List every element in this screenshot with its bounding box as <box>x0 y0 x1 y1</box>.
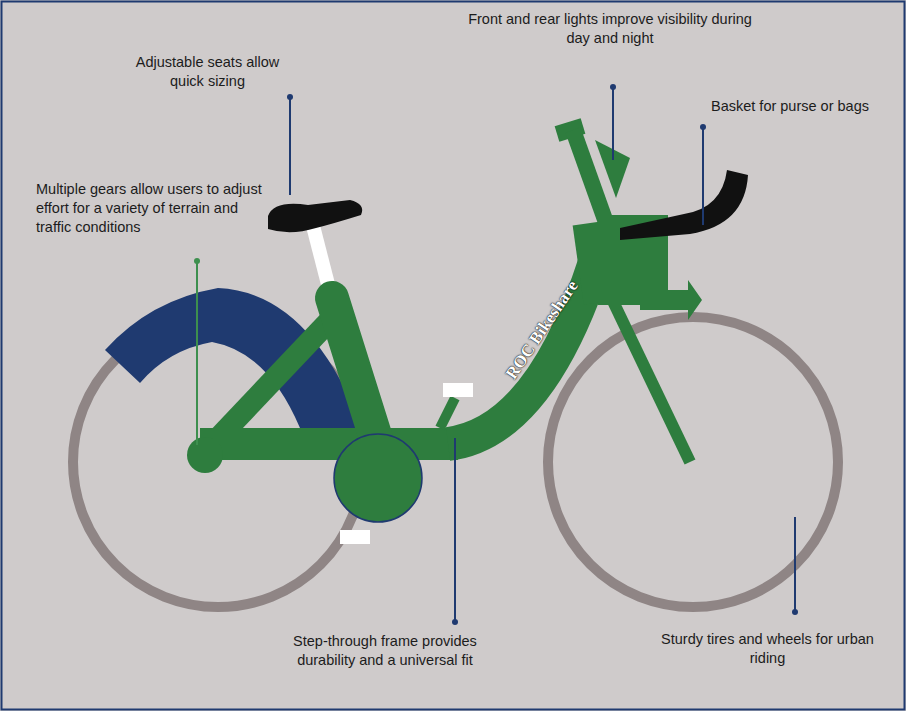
leader-dot <box>792 609 798 615</box>
leader-dot <box>452 619 458 625</box>
callout-label: Front and rear lights improve visibility… <box>455 10 765 48</box>
seat-post <box>312 222 330 292</box>
front-fork <box>610 295 690 462</box>
basket-handle <box>620 170 748 240</box>
leader-dot <box>287 94 293 100</box>
leader-dot <box>194 258 200 264</box>
leader-line <box>289 97 291 195</box>
callout-label: Adjustable seats allow quick sizing <box>120 53 295 91</box>
leader-lines <box>197 87 795 622</box>
leader-line <box>196 261 198 445</box>
chain-stay <box>200 428 458 460</box>
crank-hub <box>334 434 422 522</box>
callout-label: Basket for purse or bags <box>711 97 896 116</box>
leader-line <box>794 517 796 612</box>
rear-hub <box>187 437 223 473</box>
pedal <box>443 383 473 397</box>
bike-frame <box>200 126 690 470</box>
down-tube <box>448 240 602 444</box>
seat <box>268 200 362 232</box>
leader-dot <box>700 124 706 130</box>
leader-line <box>612 87 614 160</box>
leader-dots <box>194 84 798 625</box>
leader-line <box>454 438 456 622</box>
leader-line <box>702 127 704 225</box>
callout-label: Sturdy tires and wheels for urban riding <box>660 630 875 668</box>
leader-dot <box>610 84 616 90</box>
pedal-arm <box>440 398 455 428</box>
pedal <box>340 530 370 544</box>
callout-label: Step-through frame provides durability a… <box>265 632 505 670</box>
front-rack <box>640 280 702 320</box>
callout-label: Multiple gears allow users to adjust eff… <box>36 180 272 237</box>
